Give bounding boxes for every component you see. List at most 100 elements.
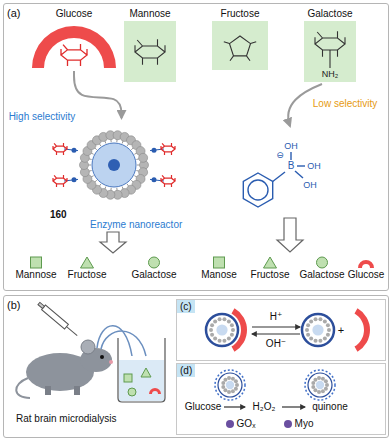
sugar-symbol: [317, 257, 328, 268]
phenylboronate: [248, 180, 268, 200]
equilibrium-arrow: [252, 326, 300, 327]
panel-caption: Rat brain microdialysis: [16, 413, 117, 424]
syringe: [37, 301, 79, 338]
vesicle: [231, 328, 235, 332]
vesicle: [306, 333, 310, 337]
vesicle: [302, 314, 334, 346]
vesicle: [323, 319, 327, 323]
rat-illustration: [16, 378, 30, 398]
vesicle: [206, 314, 238, 346]
vesicle: [326, 333, 330, 337]
beaker: [128, 388, 136, 396]
rat-illustration: [100, 355, 104, 359]
molecule-ground: [304, 21, 356, 82]
vesicle: [305, 328, 309, 332]
molecule-structure: [224, 36, 256, 61]
molecule-structure: [61, 44, 87, 66]
node-label: Galactose: [299, 269, 344, 280]
enzyme-dot: [226, 420, 292, 428]
panel-tag: (d): [177, 364, 195, 377]
vesicle: [314, 317, 318, 321]
rat-illustration: [81, 340, 95, 354]
vesicle: [314, 339, 318, 343]
hollow-arrow: [277, 218, 303, 252]
phenylboronate: [273, 172, 285, 182]
sugar-icon: Fructose: [251, 256, 290, 280]
rat-illustration: [74, 386, 80, 395]
vesicle: [210, 323, 214, 327]
beaker: [149, 388, 161, 394]
vesicle: [206, 308, 370, 400]
vesicle: [215, 370, 245, 400]
nanoreactor-drawing: [72, 177, 77, 182]
sugar-symbol: [146, 256, 162, 269]
nanoreactor-drawing: [72, 148, 77, 153]
node-label: Mannose: [15, 269, 56, 280]
vesicle: [318, 317, 322, 321]
vesicle: [327, 328, 331, 332]
vesicle: [324, 379, 328, 383]
phenylboronate: [243, 152, 305, 207]
molecule-structure: [135, 39, 165, 65]
molecule-structure: [124, 8, 176, 82]
subpanel-box: (c): [176, 299, 386, 361]
equilibrium-arrow: [252, 327, 300, 334]
vesicle: [215, 370, 245, 400]
vesicle: [221, 385, 225, 389]
vesicle: [308, 373, 332, 397]
vesicle: [213, 337, 217, 341]
ion-label: OH⁻: [266, 339, 286, 349]
syringe: [66, 327, 77, 336]
receptor-arc: [232, 308, 248, 351]
rat-illustration: [45, 386, 51, 395]
panel-tag: (c): [177, 300, 195, 313]
sugar-symbol: [149, 257, 160, 268]
molecule-card: Fructose: [212, 8, 268, 70]
vesicle: [325, 383, 329, 387]
phenylboronate: [297, 165, 305, 166]
dialysis-tube: [97, 326, 132, 356]
vesicle: [222, 339, 226, 343]
vesicle: [223, 388, 227, 392]
vesicle: [311, 385, 315, 389]
rat-illustration: [109, 360, 113, 364]
vesicle: [313, 388, 317, 392]
nanoreactor-drawing: [152, 177, 157, 182]
vesicle: [321, 389, 325, 393]
nanoreactor-drawing: [53, 131, 175, 200]
enzyme-dot: [284, 420, 292, 428]
receptor-arc: [32, 26, 116, 68]
sugar-symbol: [262, 256, 278, 269]
vesicle: [227, 319, 231, 323]
molecule-ground: [124, 21, 176, 82]
vesicle: [235, 383, 239, 387]
panel-box: GlucoseMannose FructoseGalactose 160Enzyme…: [3, 3, 389, 291]
atom-label: OH: [307, 162, 321, 171]
vesicle: [227, 390, 231, 394]
vesicle: [317, 376, 321, 380]
phenylboronate: [295, 171, 303, 178]
hollow-arrow: [100, 232, 126, 253]
vesicle: [231, 389, 235, 393]
nanoreactor-drawing: [152, 148, 157, 153]
beaker: [124, 374, 132, 382]
vesicle: [312, 324, 323, 335]
dialysis-tube: [97, 326, 146, 356]
species-label: H₂O₂: [253, 402, 276, 412]
nanoreactor: 160Enzyme nanoreactor: [34, 119, 209, 231]
vesicle: [218, 373, 242, 397]
molecule-structure: [315, 31, 345, 68]
vesicle: [226, 381, 234, 389]
selectivity-arrow: [74, 71, 122, 118]
enzyme-label: GOₓ: [237, 419, 256, 429]
vesicle: [230, 323, 234, 327]
receptor-arc: [355, 308, 371, 351]
vesicle: [209, 328, 213, 332]
vesicle: [318, 339, 322, 343]
molecule-card: Glucose: [28, 8, 120, 70]
syringe: [38, 302, 45, 308]
sugar-icon: Glucose: [348, 256, 385, 280]
node-label: Galactose: [131, 269, 176, 280]
sugar-icon: Mannose: [15, 256, 56, 280]
